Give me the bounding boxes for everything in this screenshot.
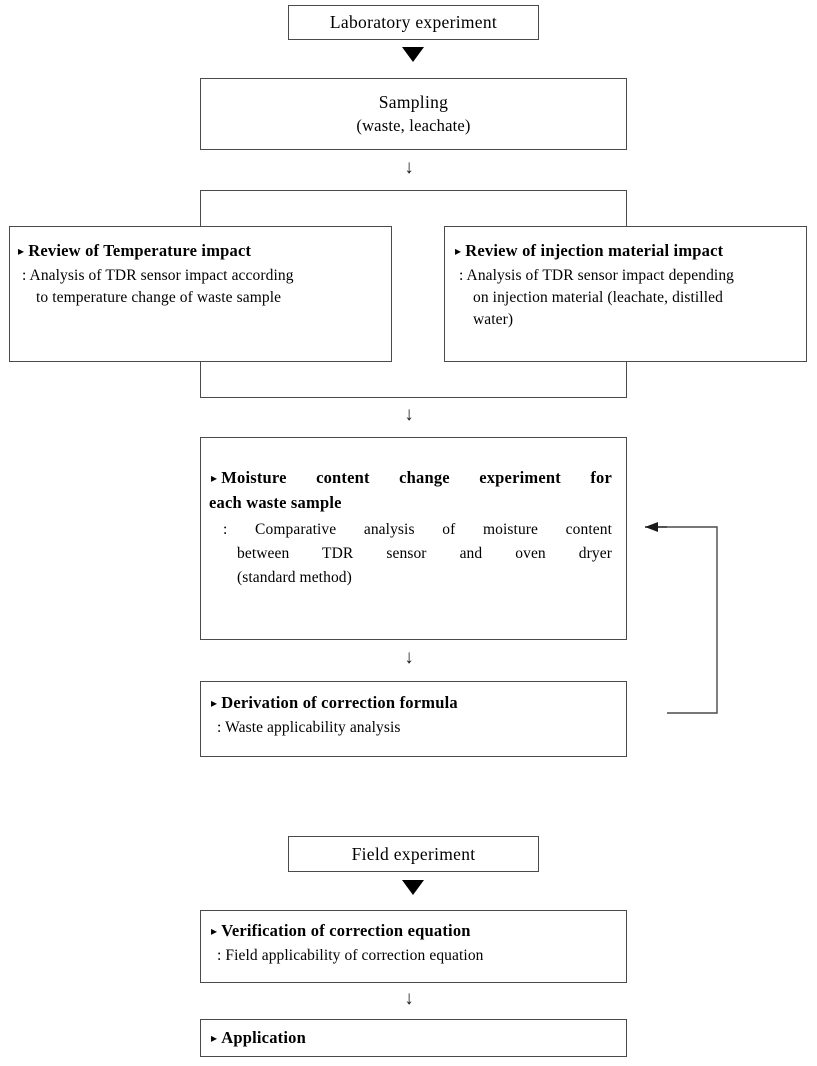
injection-review-desc-line1: : Analysis of TDR sensor impact dependin… (459, 267, 735, 284)
connector-moisture-to-formula-icon: ↓ (404, 647, 414, 668)
verification-header-row: ▸Verification of correction equation (211, 921, 616, 941)
sampling-subtitle: (waste, leachate) (356, 116, 471, 135)
node-temperature-review: ▸Review of Temperature impact : Analysis… (9, 226, 392, 362)
moisture-experiment-header-line2: each waste sample (209, 493, 342, 512)
connector-verification-to-application-icon: ↓ (404, 988, 414, 1009)
bullet-icon: ▸ (211, 1030, 218, 1045)
moisture-experiment-desc-line1: : Comparative analysis of moisture conte… (223, 521, 612, 538)
node-injection-material-review: ▸Review of injection material impact : A… (444, 226, 807, 362)
connector-field-to-verification-icon (402, 880, 424, 895)
moisture-experiment-desc-line3: (standard method) (237, 569, 352, 586)
connector-reviews-to-moisture-icon: ↓ (404, 404, 414, 425)
node-correction-formula: ▸Derivation of correction formula : Wast… (200, 681, 627, 757)
application-header-row: ▸Application (211, 1028, 306, 1048)
temperature-review-desc-line1: : Analysis of TDR sensor impact accordin… (22, 267, 294, 284)
moisture-experiment-header-line1: ▸Moisture content change experiment for (211, 468, 612, 488)
injection-review-desc-line3: water) (473, 311, 514, 328)
temperature-review-desc-line2: to temperature change of waste sample (36, 289, 282, 306)
moisture-experiment-header-text1: Moisture content change experiment for (221, 468, 612, 487)
injection-review-header: Review of injection material impact (465, 241, 724, 260)
correction-formula-desc: : Waste applicability analysis (217, 719, 401, 736)
temperature-review-header-row: ▸Review of Temperature impact (18, 241, 381, 261)
connector-sampling-to-reviews-icon: ↓ (404, 157, 414, 178)
verification-header: Verification of correction equation (221, 921, 471, 940)
sampling-title: Sampling (378, 92, 449, 112)
injection-review-desc-line2: on injection material (leachate, distill… (473, 289, 723, 306)
temperature-review-header: Review of Temperature impact (28, 241, 252, 260)
application-header: Application (221, 1028, 306, 1047)
connector-lab-to-sampling-icon (402, 47, 424, 62)
bullet-icon: ▸ (211, 923, 218, 938)
field-experiment-label: Field experiment (351, 843, 476, 864)
verification-desc: : Field applicability of correction equa… (217, 947, 484, 964)
bullet-icon: ▸ (455, 243, 462, 258)
node-sampling: Sampling (waste, leachate) (200, 78, 627, 150)
node-verification: ▸Verification of correction equation : F… (200, 910, 627, 983)
laboratory-experiment-label: Laboratory experiment (329, 12, 498, 32)
node-application: ▸Application (200, 1019, 627, 1057)
bullet-icon: ▸ (211, 470, 218, 485)
correction-formula-header-row: ▸Derivation of correction formula (211, 693, 616, 713)
injection-review-header-row: ▸Review of injection material impact (455, 241, 798, 261)
node-laboratory-experiment: Laboratory experiment (288, 5, 539, 40)
node-moisture-content-experiment: ▸Moisture content change experiment for … (200, 437, 627, 640)
node-field-experiment: Field experiment (288, 836, 539, 872)
feedback-loop-connector (645, 522, 718, 714)
correction-formula-header: Derivation of correction formula (221, 693, 458, 712)
moisture-experiment-desc-line2: between TDR sensor and oven dryer (237, 545, 612, 562)
bullet-icon: ▸ (18, 243, 25, 258)
bullet-icon: ▸ (211, 695, 218, 710)
